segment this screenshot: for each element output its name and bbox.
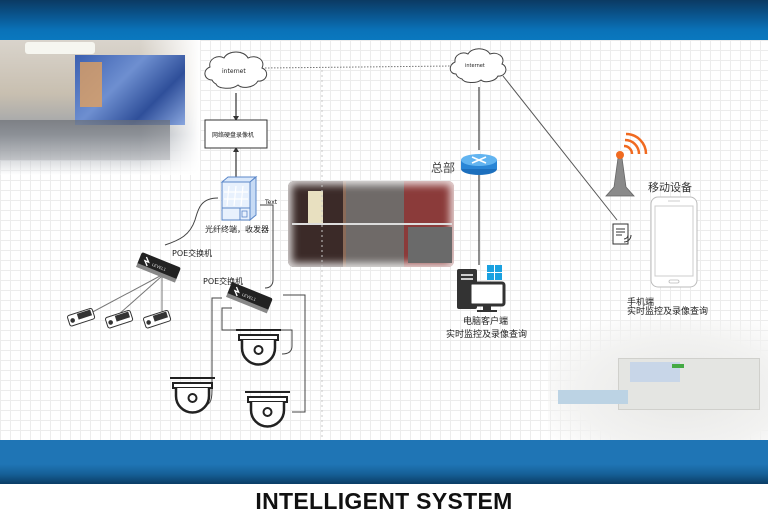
bullet-camera-3-icon [143, 309, 172, 329]
poe2-dome3-link [283, 294, 306, 413]
footer-title: INTELLIGENT SYSTEM [255, 488, 513, 514]
text-port-label: Text [265, 199, 278, 206]
pc-client-label-line2: 实时监控及录像查询 [446, 330, 528, 340]
cloud-mobile-link [502, 75, 618, 221]
mobile-device-title: 移动设备 [648, 181, 692, 194]
pc-icon [457, 269, 506, 312]
svg-text:LEVEL1: LEVEL1 [241, 292, 257, 302]
internet-cloud-left [204, 51, 268, 89]
mobile-label-line1: 手机端 [627, 298, 655, 308]
industrial-control-room-photo [548, 320, 768, 440]
console-desks [0, 120, 170, 160]
internet-cloud-right-label: internet [465, 63, 485, 69]
mobile-doc-signal-icon [612, 223, 632, 245]
fiber-transceiver-label: 光纤终端，收发器 [205, 225, 269, 234]
poe-switch-1-icon: LEVEL1 [136, 252, 181, 283]
svg-text:LEVEL1: LEVEL1 [151, 262, 167, 272]
poe-switch-2-icon: LEVEL1 [226, 282, 273, 314]
antenna-tower-icon [605, 132, 648, 197]
network-diagram-canvas: LEVEL1 LEVEL1 [0, 40, 768, 440]
dotted-link [264, 65, 453, 69]
poe1-cam2-link [117, 275, 163, 316]
bullet-camera-2-icon [105, 309, 134, 329]
poe-switch-2-label: POE交换机 [203, 277, 244, 286]
control-room-photo [0, 40, 200, 175]
internet-cloud-left-label: internet [222, 68, 246, 75]
dome-camera-2-icon [236, 329, 281, 366]
bottom-banner [0, 440, 768, 484]
poe-switch-1-label: POE交换机 [172, 249, 213, 258]
fiber-poe1-link [164, 197, 219, 246]
nvr-label: 网络硬盘录像机 [212, 132, 255, 139]
dome-camera-3-icon [245, 391, 290, 428]
ceiling-light [25, 42, 95, 54]
diagram-links: LEVEL1 LEVEL1 [67, 48, 698, 440]
dome-camera-1-icon [170, 377, 215, 414]
smartphone-icon [650, 196, 698, 288]
top-banner [0, 0, 768, 40]
fiber-poe2-link [260, 204, 274, 289]
video-wall-chart [80, 62, 102, 107]
cctv-mosaic-photo [288, 181, 454, 267]
bullet-camera-1-icon [67, 307, 96, 327]
mobile-label-line2: 实时监控及录像查询 [627, 307, 709, 317]
router-icon [461, 154, 497, 175]
fiber-transceiver-icon [220, 175, 258, 222]
pc-client-label-line1: 电脑客户端 [463, 317, 509, 327]
nvr-box [204, 119, 268, 149]
windows-logo-icon [487, 265, 502, 280]
internet-cloud-right [449, 48, 507, 83]
hq-label: 总部 [431, 161, 456, 175]
poe1-cam1-link [86, 275, 161, 316]
